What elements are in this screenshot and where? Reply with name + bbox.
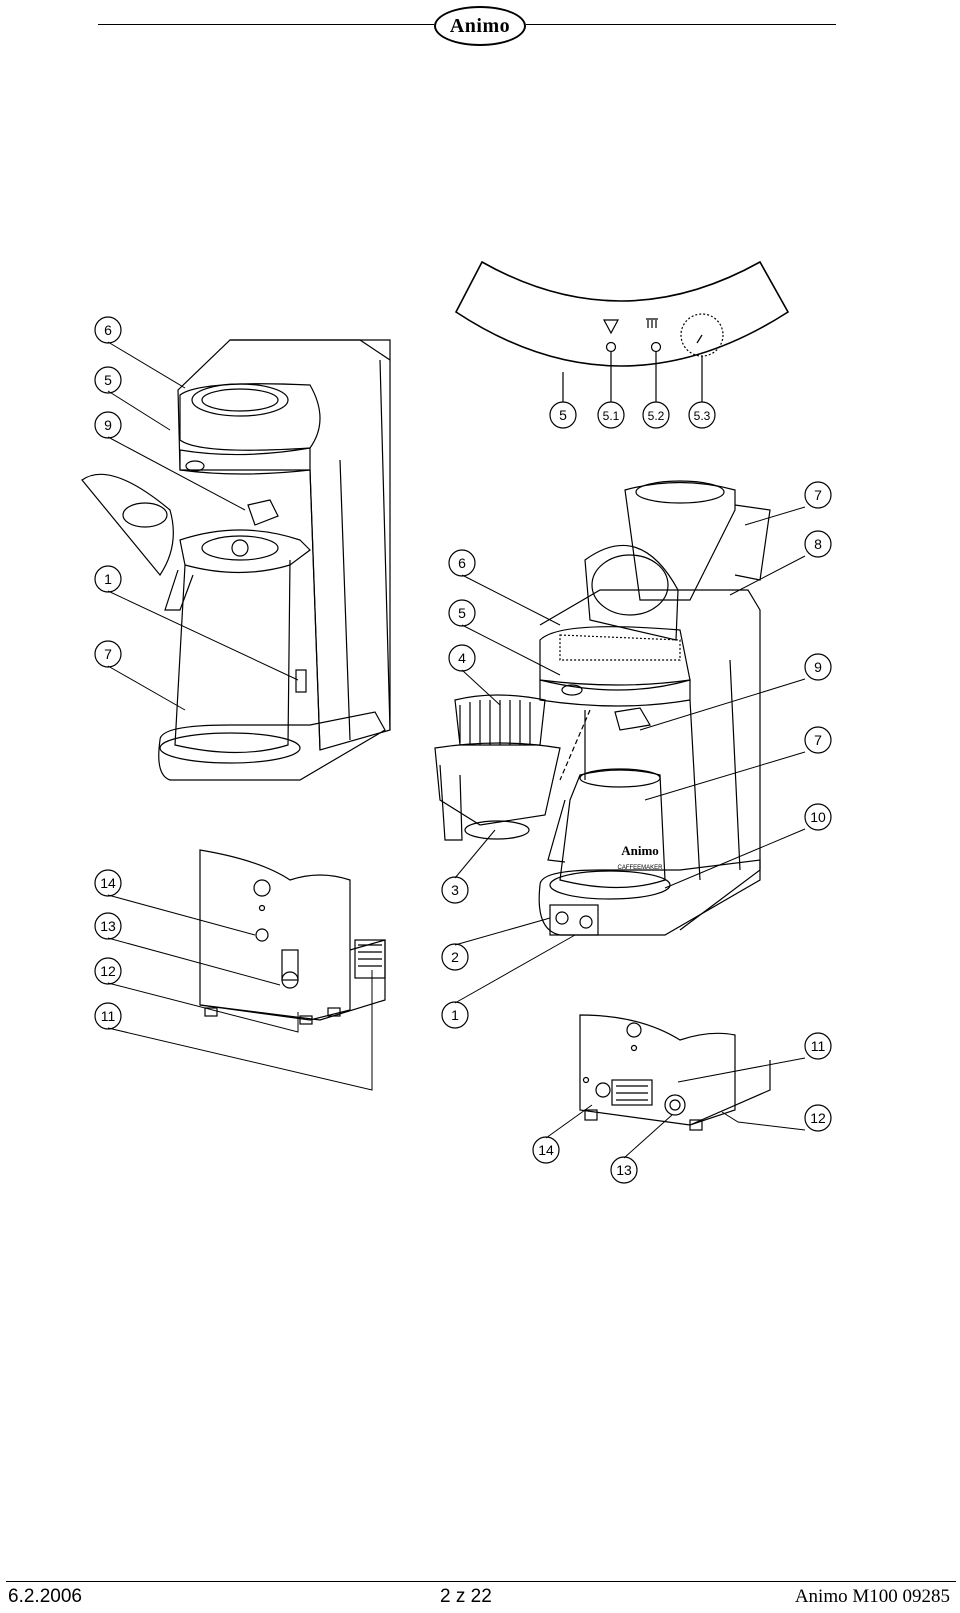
callout-right-rear-11: 11 [811,1038,826,1054]
header-rule-left [98,24,434,25]
callout-panel-5-1: 5.1 [603,409,620,423]
callout-left-1: 1 [104,571,112,587]
callout-right-4: 4 [458,650,466,666]
leader-lines [107,341,806,1159]
led-heat-icon [605,341,617,353]
callout-right-7b: 7 [814,732,822,748]
callout-left-5: 5 [104,372,112,388]
footer-document-id: Animo M100 09285 [794,1586,950,1607]
header-rule-right [526,24,836,25]
callout-right-rear-12: 12 [810,1110,826,1126]
callout-right-3: 3 [451,882,459,898]
callout-right-rear-13: 13 [616,1162,632,1178]
callout-circles [94,316,832,1184]
callout-left-9: 9 [104,417,112,433]
callout-left-7: 7 [104,646,112,662]
callout-left-6: 6 [104,322,112,338]
animo-logo: Animo [434,6,526,46]
callout-left-rear-12: 12 [100,963,116,979]
right-rear-detail [579,1014,771,1131]
callout-right-5: 5 [458,605,466,621]
callout-left-rear-13: 13 [100,918,116,934]
ready-symbol-icon [646,318,658,328]
jug-brand-text: Animo [621,843,659,858]
heating-symbol-icon [602,319,620,335]
callout-right-8: 8 [814,536,822,552]
callout-left-rear-14: 14 [100,875,116,891]
left-machine-drawing [81,339,391,781]
jug-sub-text: CAFFEEMAKER [617,865,663,871]
page-header: Animo [0,0,960,60]
footer-rule [6,1581,956,1582]
led-ready-icon [650,341,662,353]
callout-right-1: 1 [451,1007,459,1023]
right-machine-drawing [434,480,771,936]
callout-right-7a: 7 [814,487,822,503]
footer-date: 6.2.2006 [8,1586,82,1607]
callout-right-6: 6 [458,555,466,571]
callout-right-2: 2 [451,949,459,965]
callout-right-10: 10 [810,809,826,825]
control-panel-detail [454,260,790,402]
callout-right-9: 9 [814,659,822,675]
callout-left-rear-11: 11 [101,1008,116,1024]
callout-panel-5-3: 5.3 [694,409,711,423]
callout-panel-5: 5 [559,407,567,423]
footer-page-number: 2 z 22 [440,1586,492,1607]
callout-right-rear-14: 14 [538,1142,554,1158]
callout-panel-5-2: 5.2 [648,409,665,423]
left-rear-detail [199,849,386,1025]
